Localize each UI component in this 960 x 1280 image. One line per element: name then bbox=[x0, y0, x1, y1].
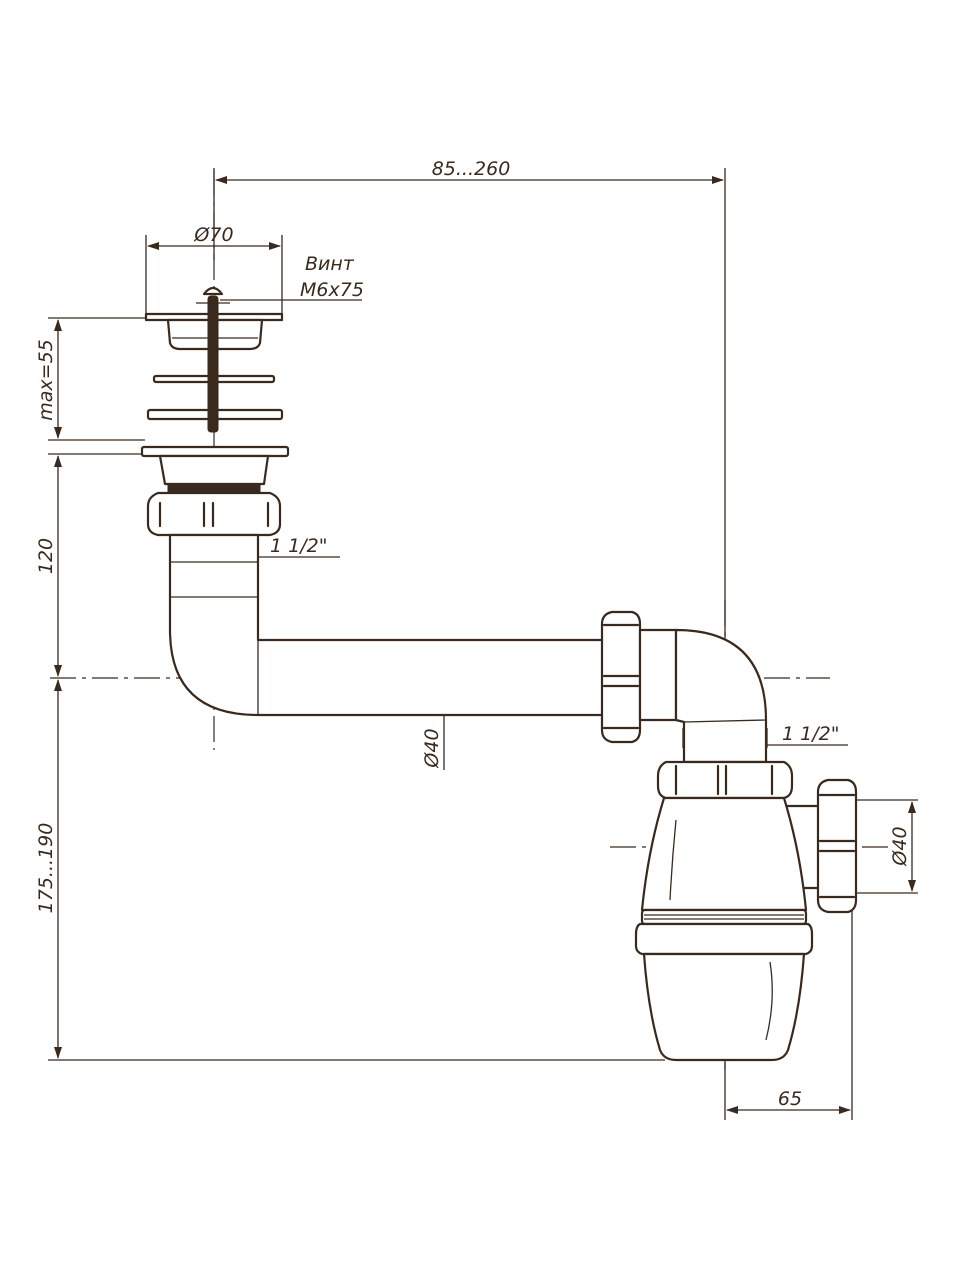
dim-thread-lower: 1 1/2" bbox=[782, 723, 839, 745]
bottle-trap-body bbox=[634, 796, 814, 1062]
dimension-labels: 85...260 Ø70 Винт M6x75 max=55 120 1 1/2… bbox=[35, 158, 911, 1110]
screw-label: Винт bbox=[305, 253, 355, 275]
trap-coupling-nut bbox=[656, 760, 794, 800]
dim-outlet-diameter: Ø40 bbox=[889, 826, 911, 866]
corrugated-pipe-elbow bbox=[168, 533, 607, 717]
pipe-union-nut bbox=[600, 610, 642, 744]
dim-drain-height: 120 bbox=[35, 538, 57, 574]
dim-pipe-diameter: Ø40 bbox=[421, 728, 443, 768]
dim-trap-width: 65 bbox=[778, 1088, 802, 1110]
dim-overall-width: 85...260 bbox=[432, 158, 511, 180]
trap-inlet-elbow bbox=[638, 628, 768, 764]
dim-plate-diameter: Ø70 bbox=[193, 224, 233, 246]
drain-outlet-body bbox=[140, 445, 290, 537]
dim-trap-height: 175...190 bbox=[35, 823, 57, 914]
screw-m6x75 bbox=[196, 286, 230, 433]
dim-max-thickness: max=55 bbox=[35, 339, 57, 421]
screw-size: M6x75 bbox=[300, 279, 364, 301]
dim-thread-upper: 1 1/2" bbox=[270, 535, 327, 557]
